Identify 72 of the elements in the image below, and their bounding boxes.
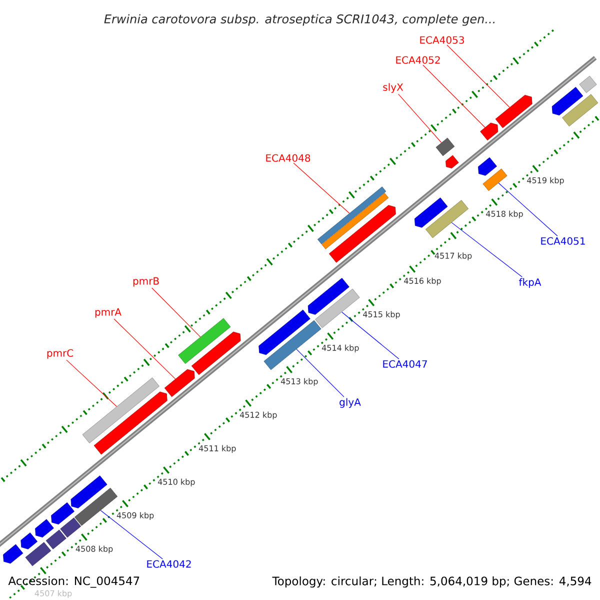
gene-block [315,288,360,328]
leader-line [66,360,117,407]
gene-block [446,155,459,168]
gene-block [3,544,24,564]
title: Erwinia carotovora subsp. atroseptica SCRI1043, complete gen... [104,14,495,26]
gene-block [35,519,54,538]
leader-line [296,348,344,398]
leader-line [422,64,486,128]
leader-line [398,94,442,143]
scale-label: 4514 kbp [322,344,359,352]
scale-label: 4511 kbp [198,445,236,453]
leader-line [100,510,163,560]
gene-label: ECA4053 [420,36,464,44]
scale-label: 4516 kbp [404,278,441,286]
leader-line [498,182,558,236]
gene-block [82,377,160,444]
gene-block [258,310,310,355]
gene-block [60,518,82,538]
gene-block [480,122,498,140]
leader-line [446,44,510,108]
footer-text: Accession: NC_004547 [8,576,140,588]
scale-label: 4513 kbp [280,378,318,386]
gene-label: ECA4048 [266,154,310,162]
gene-label: pmrA [95,308,122,318]
leader-line [152,288,201,338]
gene-label: pmrB [133,277,159,287]
gene-block [482,168,508,191]
scale-label: 4507 kbp [34,590,72,598]
gene-block [94,392,168,455]
gene-label: slyX [383,83,404,93]
gene-label: ECA4042 [147,560,191,568]
scale-label: 4510 kbp [158,478,195,486]
gene-block [70,476,108,508]
leader-line [342,312,400,360]
gene-block [322,192,389,250]
footer-text: Topology: circular; Length: 5,064,019 bp; Genes: 4,594 [272,576,592,588]
gene-block [164,369,195,397]
scale-label: 4519 kbp [527,177,564,185]
scale-label: 4512 kbp [240,412,277,420]
gene-block [562,94,598,126]
gene-block [191,332,241,375]
gene-block [20,532,38,550]
gene-label: ECA4052 [396,56,440,64]
scale-label: 4517 kbp [434,252,472,260]
leader-line [114,318,176,380]
gene-label: glyA [340,398,361,408]
gene-block [579,76,597,94]
gene-block [264,320,322,370]
gene-label: pmrC [47,349,74,359]
gene-block [414,198,448,228]
gene-block [495,94,532,128]
gene-label: ECA4047 [383,360,427,368]
gene-block [308,278,350,315]
leader-line [451,222,522,278]
scale-label: 4518 kbp [486,210,523,218]
scale-label: 4515 kbp [363,311,400,319]
gene-label: fkpA [519,278,542,288]
gene-block [328,205,396,263]
scale-label: 4509 kbp [116,512,154,520]
gene-label: ECA4051 [541,237,585,245]
gene-block [478,157,497,176]
gene-block [552,86,584,116]
gene-block [425,200,469,238]
gene-block [178,318,231,364]
scale-label: 4508 kbp [76,546,113,554]
gene-block [46,530,66,550]
gene-block [436,138,455,156]
gene-block [25,542,52,566]
gene-block [74,488,118,526]
gene-block [51,502,75,524]
gene-block [317,186,386,244]
leader-line [293,162,350,214]
